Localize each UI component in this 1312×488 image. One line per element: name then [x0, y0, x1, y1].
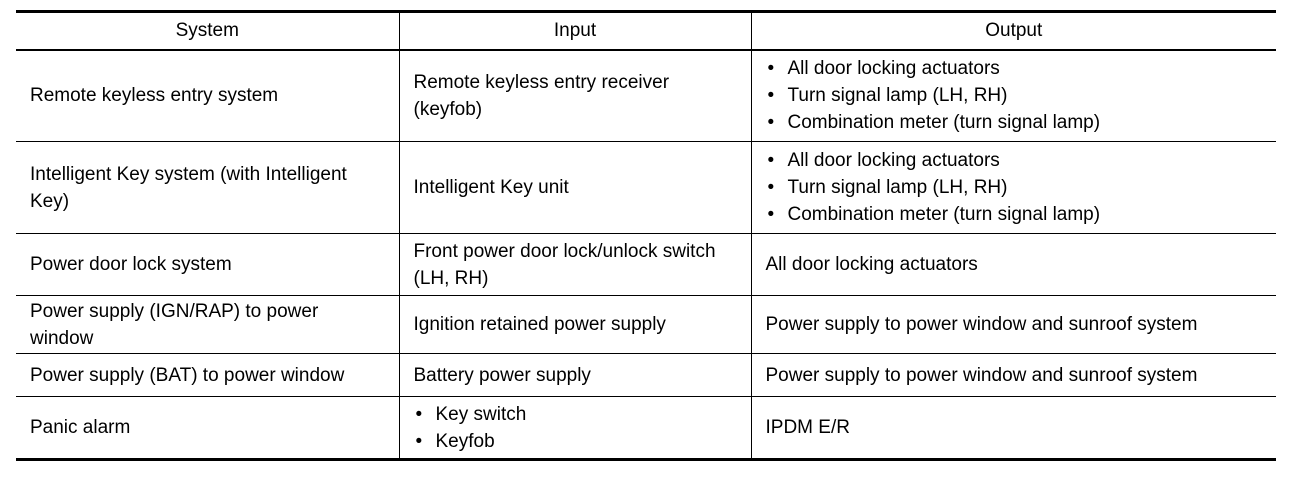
cell-input: Intelligent Key unit: [398, 141, 752, 234]
cell-system: Remote keyless entry system: [16, 49, 400, 142]
list-item: Combination meter (turn signal lamp): [766, 201, 1265, 228]
cell-output: Power supply to power window and sunroof…: [750, 295, 1276, 354]
cell-system: Power supply (BAT) to power window: [16, 353, 400, 397]
table-row: Power supply (BAT) to power window Batte…: [16, 353, 1276, 397]
list-item: Turn signal lamp (LH, RH): [766, 174, 1265, 201]
list-item: All door locking actuators: [766, 147, 1265, 174]
cell-system: Panic alarm: [16, 396, 400, 461]
cell-output: IPDM E/R: [750, 396, 1276, 461]
table-row: Power supply (IGN/RAP) to power window I…: [16, 295, 1276, 354]
list-item: Combination meter (turn signal lamp): [766, 109, 1265, 136]
list-item: All door locking actuators: [766, 55, 1265, 82]
system-io-table: System Input Output Remote keyless entry…: [16, 10, 1276, 461]
input-bullet-list: Key switch Keyfob: [414, 401, 739, 455]
cell-input: Front power door lock/unlock switch (LH,…: [398, 233, 752, 296]
cell-input: Ignition retained power supply: [398, 295, 752, 354]
table-row: Power door lock system Front power door …: [16, 233, 1276, 296]
table-body: Remote keyless entry system Remote keyle…: [16, 49, 1276, 461]
table-row: Panic alarm Key switch Keyfob IPDM E/R: [16, 396, 1276, 461]
cell-system: Power door lock system: [16, 233, 400, 296]
cell-input: Remote keyless entry receiver (keyfob): [398, 49, 752, 142]
cell-output: All door locking actuators: [750, 233, 1276, 296]
cell-system: Intelligent Key system (with Intelligent…: [16, 141, 400, 234]
system-io-table-container: System Input Output Remote keyless entry…: [16, 10, 1276, 461]
list-item: Key switch: [414, 401, 739, 428]
table-row: Remote keyless entry system Remote keyle…: [16, 49, 1276, 142]
list-item: Keyfob: [414, 428, 739, 455]
cell-output: All door locking actuators Turn signal l…: [750, 49, 1276, 142]
header-output: Output: [750, 10, 1276, 51]
output-bullet-list: All door locking actuators Turn signal l…: [766, 147, 1265, 228]
header-system: System: [16, 10, 400, 51]
list-item: Turn signal lamp (LH, RH): [766, 82, 1265, 109]
header-input: Input: [398, 10, 752, 51]
cell-output: All door locking actuators Turn signal l…: [750, 141, 1276, 234]
header-row: System Input Output: [16, 10, 1276, 51]
table-header: System Input Output: [16, 10, 1276, 51]
table-row: Intelligent Key system (with Intelligent…: [16, 141, 1276, 234]
cell-input: Battery power supply: [398, 353, 752, 397]
cell-input: Key switch Keyfob: [398, 396, 752, 461]
output-bullet-list: All door locking actuators Turn signal l…: [766, 55, 1265, 136]
cell-system: Power supply (IGN/RAP) to power window: [16, 295, 400, 354]
cell-output: Power supply to power window and sunroof…: [750, 353, 1276, 397]
